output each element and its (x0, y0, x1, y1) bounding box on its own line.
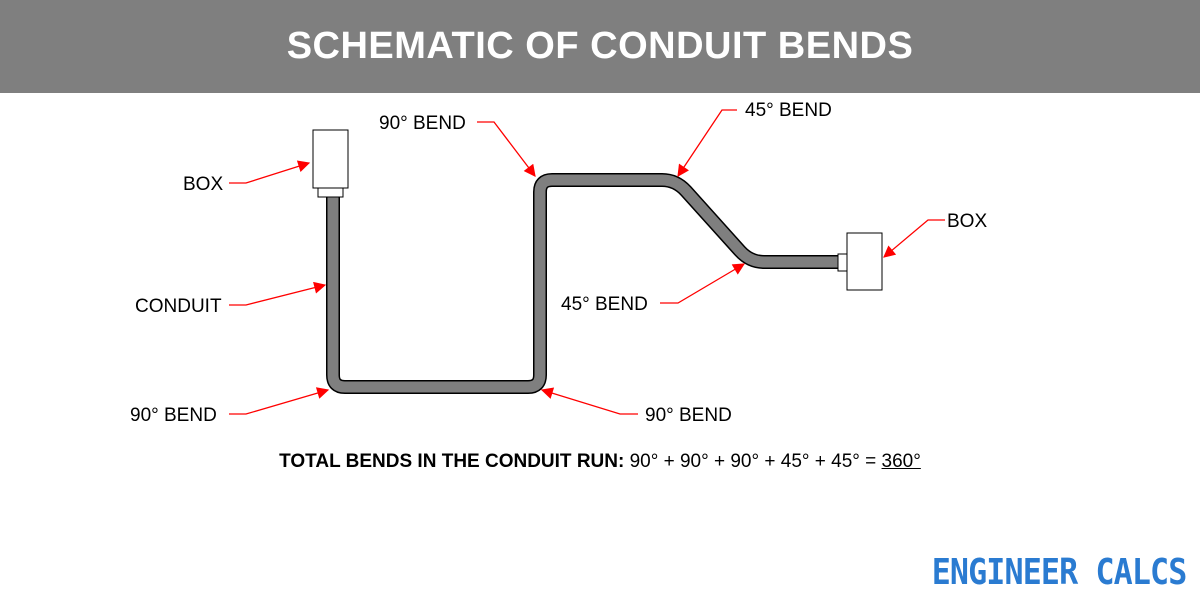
arrow-bend-90-bottom-left (229, 387, 330, 415)
diagram-title: SCHEMATIC OF CONDUIT BENDS (0, 0, 1200, 93)
conduit-run (326, 173, 840, 394)
arrow-bend-90-top (477, 121, 536, 177)
label-bend-90-bottom-right: 90° BEND (645, 405, 732, 426)
total-bends-summary: TOTAL BENDS IN THE CONDUIT RUN: 90° + 90… (0, 451, 1200, 473)
label-bend-45-bottom: 45° BEND (561, 294, 648, 315)
arrow-conduit (229, 281, 327, 306)
label-bend-90-top: 90° BEND (379, 113, 466, 134)
label-conduit: CONDUIT (135, 296, 222, 317)
box-left (312, 129, 349, 198)
summary-expression: 90° + 90° + 90° + 45° + 45° = (629, 451, 877, 472)
summary-total: 360° (881, 451, 921, 472)
arrow-bend-90-bottom-right (540, 387, 638, 415)
arrow-bend-45-bottom (660, 263, 746, 304)
label-box-left: BOX (183, 174, 223, 195)
arrow-box-right (883, 219, 945, 258)
leader-arrows (229, 109, 945, 415)
brand-logo: ENGINEER CALCS (931, 552, 1187, 593)
arrow-bend-45-top (677, 109, 737, 177)
label-bend-45-top: 45° BEND (745, 100, 832, 121)
arrow-box-left (229, 160, 311, 184)
conduit-run-fill (327, 174, 840, 393)
box-right (837, 232, 883, 291)
label-bend-90-bottom-left: 90° BEND (130, 405, 217, 426)
label-box-right: BOX (947, 211, 987, 232)
summary-label: TOTAL BENDS IN THE CONDUIT RUN: (279, 451, 625, 472)
